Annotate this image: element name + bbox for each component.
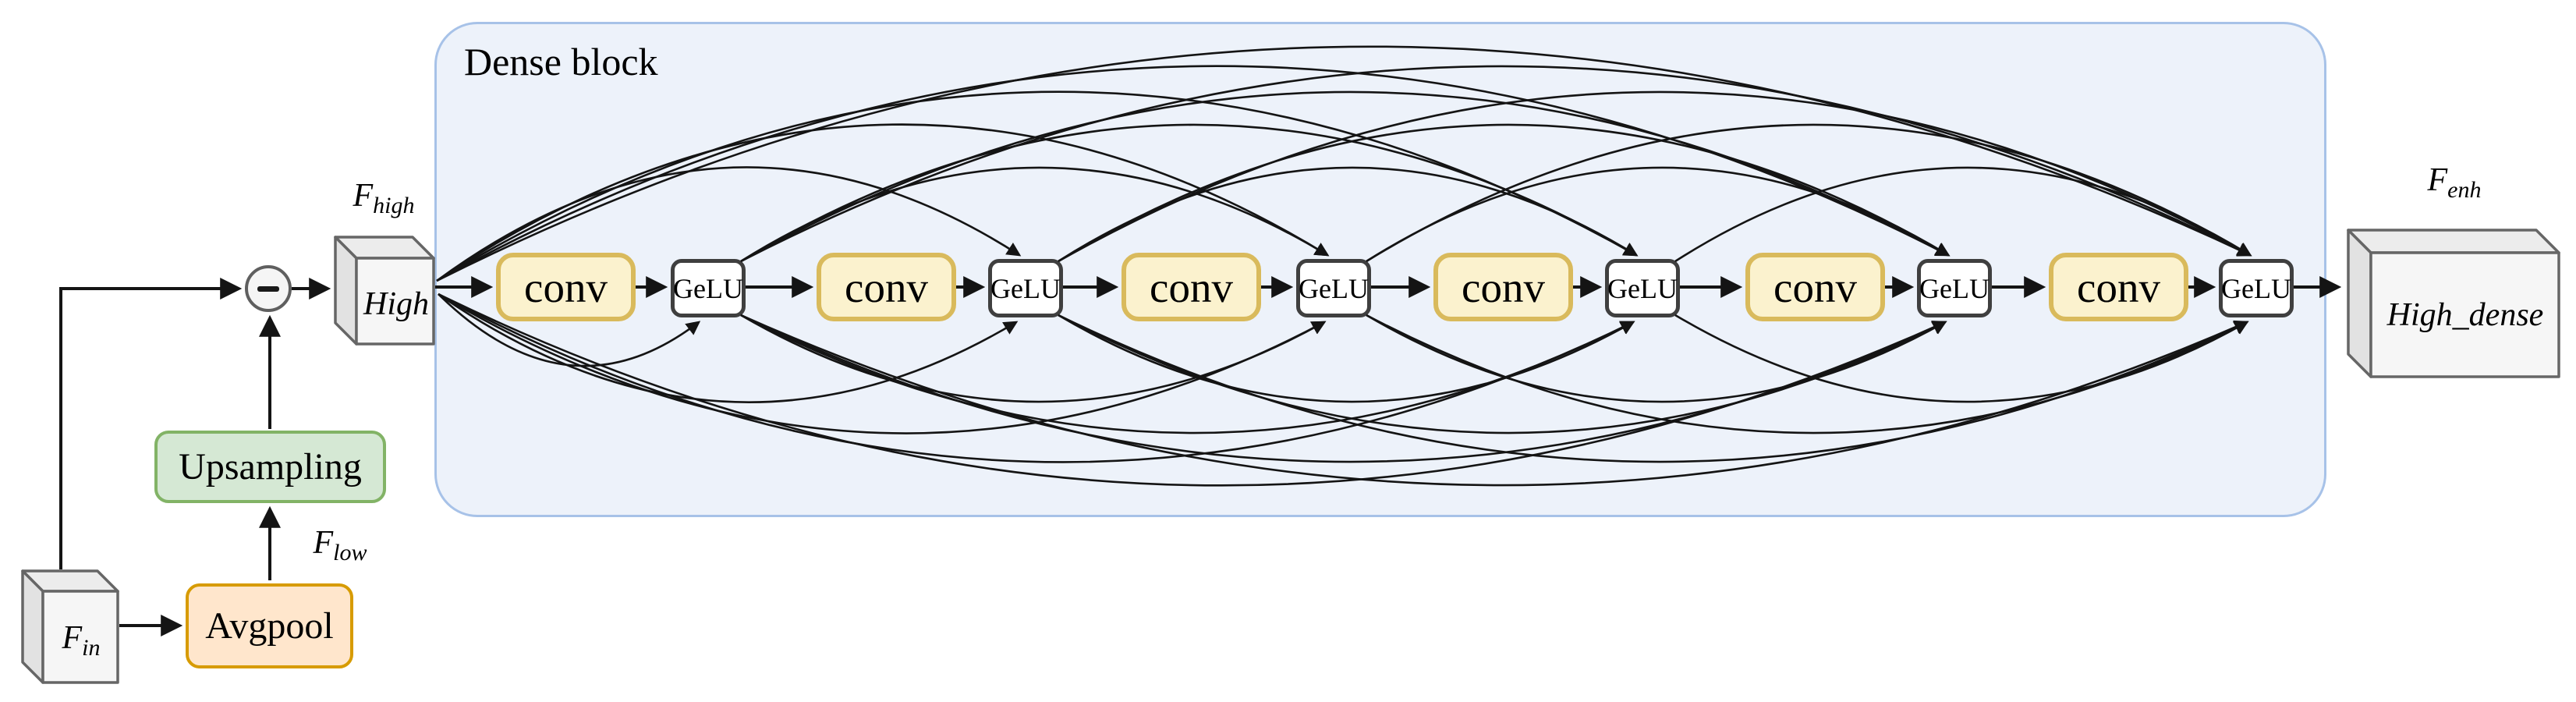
cube-front-face [355, 257, 435, 346]
f-low-label: Flow [313, 524, 367, 566]
f-in-label: Fin [62, 619, 101, 661]
avgpool-box: Avgpool [186, 583, 353, 668]
f-enh-label: Fenh [2427, 161, 2482, 204]
conv-box-4: conv [1433, 253, 1573, 321]
gelu-box-4: GeLU [1605, 259, 1680, 317]
gelu-box-5: GeLU [1917, 259, 1992, 317]
minus-node [245, 265, 292, 312]
f-high-label: Fhigh [353, 177, 415, 219]
gelu-box-1: GeLU [671, 259, 746, 317]
gelu-box-3: GeLU [1296, 259, 1371, 317]
dense-block-title: Dense block [464, 40, 658, 83]
high-cube-label: High [363, 286, 429, 322]
high-cube [334, 236, 435, 346]
upsampling-box: Upsampling [154, 431, 386, 503]
gelu-box-2: GeLU [988, 259, 1063, 317]
conv-box-2: conv [817, 253, 956, 321]
gelu-box-6: GeLU [2219, 259, 2294, 317]
cube-left-face [2347, 229, 2372, 378]
minus-icon [257, 285, 279, 292]
cube-left-face [21, 569, 44, 684]
cube-left-face [334, 236, 358, 346]
conv-box-5: conv [1745, 253, 1885, 321]
high-dense-cube-label: High_dense [2386, 297, 2544, 333]
high-dense-cube [2347, 229, 2560, 378]
cube-front-face [41, 590, 119, 684]
avgpool-label: Avgpool [205, 605, 334, 647]
fin-cube [21, 569, 119, 684]
cube-front-face [2369, 251, 2560, 378]
conv-box-3: conv [1121, 253, 1261, 321]
cube-top-face [2347, 229, 2560, 254]
upsampling-label: Upsampling [179, 446, 362, 488]
conv-box-6: conv [2049, 253, 2188, 321]
conv-box-1: conv [496, 253, 636, 321]
arrow-fin-to-minus [59, 278, 243, 569]
